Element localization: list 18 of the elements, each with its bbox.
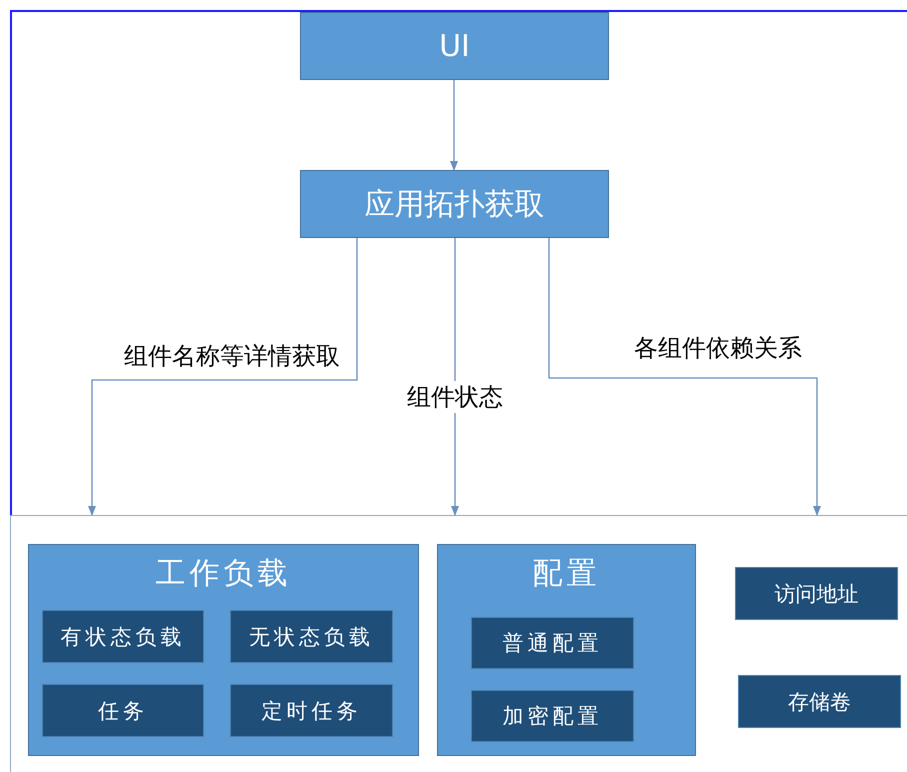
process-box: UI (300, 12, 609, 80)
arrow (451, 238, 459, 516)
process-box: 应用拓扑获取 (300, 170, 609, 238)
edge-label: 组件状态 (405, 381, 505, 413)
arrow (450, 80, 458, 171)
group-box: 配置 普通配置 加密配置 (437, 544, 696, 756)
item-box: 加密配置 (471, 690, 634, 742)
item-box: 有状态负载 (42, 610, 204, 663)
arrow (548, 238, 821, 516)
arrow (88, 238, 358, 516)
item-box: 任务 (42, 684, 204, 737)
item-box: 存储卷 (738, 675, 901, 728)
item-box: 普通配置 (471, 617, 634, 669)
group-box: 工作负载 有状态负载 无状态负载 任务 定时任务 (28, 544, 419, 756)
container-box (10, 515, 907, 772)
item-box: 定时任务 (230, 684, 393, 737)
item-box: 无状态负载 (230, 610, 393, 663)
item-box: 访问地址 (735, 567, 898, 620)
